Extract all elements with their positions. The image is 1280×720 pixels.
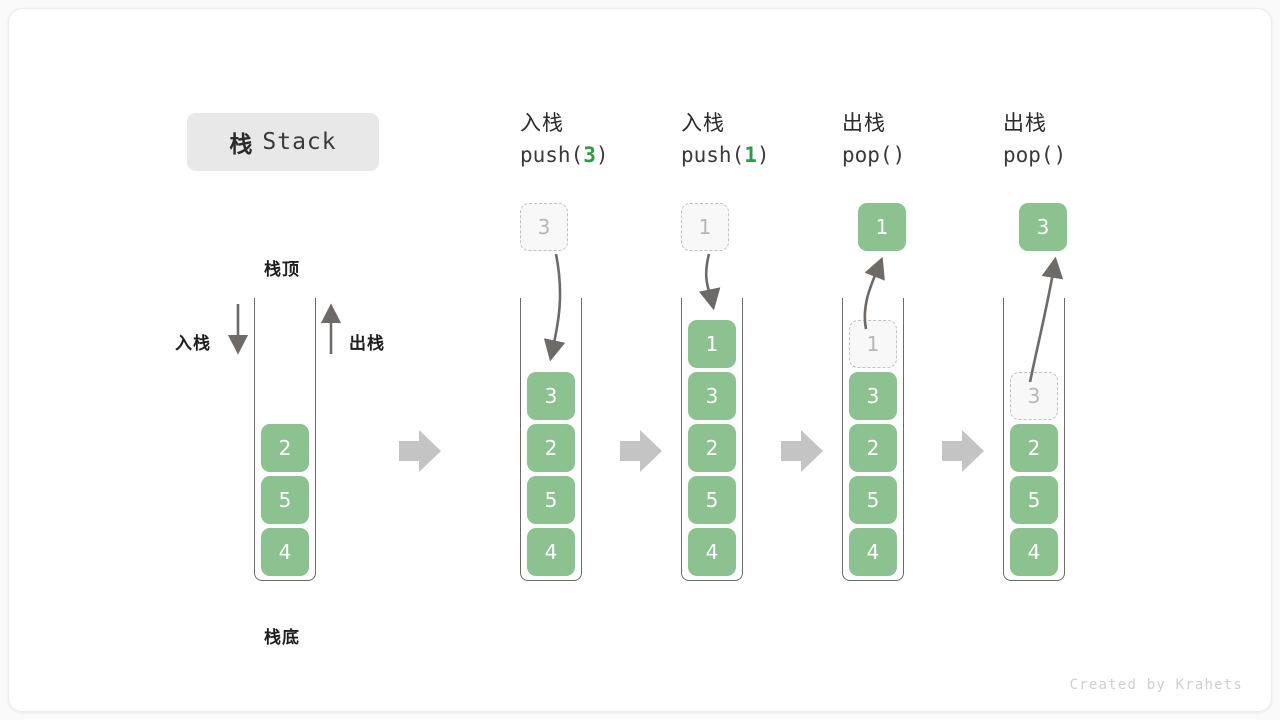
- stack-container-5: [1003, 298, 1065, 581]
- stack-cell: 5: [527, 476, 575, 524]
- diagram-card: 栈 Stack 栈顶 栈底 入栈 出栈 2 5 4 入栈 push(3) 3 3…: [8, 8, 1272, 712]
- stack-container-1: [254, 298, 316, 581]
- stack-cell: 4: [261, 528, 309, 576]
- stack-cell: 5: [849, 476, 897, 524]
- stack-bottom-label: 栈底: [264, 628, 300, 648]
- stack-cell: 4: [849, 528, 897, 576]
- stage-header-cn: 入栈: [681, 111, 725, 135]
- credit-text: Created by Krahets: [1069, 677, 1243, 693]
- stack-cell: 3: [688, 372, 736, 420]
- stack-cell: 5: [1010, 476, 1058, 524]
- push-direction-label: 入栈: [175, 334, 211, 354]
- chevron-separator: [942, 430, 984, 472]
- chevron-separator: [781, 430, 823, 472]
- stack-cell: 1: [688, 320, 736, 368]
- floating-ghost-cell: 3: [520, 203, 568, 251]
- stage-header-op: push(3): [520, 142, 609, 167]
- stack-cell: 5: [688, 476, 736, 524]
- popped-cell: 1: [858, 203, 906, 251]
- diagram-canvas: 栈 Stack 栈顶 栈底 入栈 出栈 2 5 4 入栈 push(3) 3 3…: [9, 9, 1271, 711]
- stack-cell: 5: [261, 476, 309, 524]
- stage-header-cn: 入栈: [520, 111, 564, 135]
- popped-cell: 3: [1019, 203, 1067, 251]
- stack-cell: 2: [1010, 424, 1058, 472]
- stage-header-pop-3: 出栈 pop(): [1003, 110, 1066, 169]
- stack-cell: 2: [849, 424, 897, 472]
- stage-header-cn: 出栈: [1003, 111, 1047, 135]
- stack-cell: 4: [1010, 528, 1058, 576]
- floating-ghost-cell: 1: [681, 203, 729, 251]
- stack-container-4: [842, 298, 904, 581]
- stack-container-3: [681, 298, 743, 581]
- chevron-separator: [399, 430, 441, 472]
- title-badge: 栈 Stack: [187, 113, 379, 171]
- stage-header-push-1: 入栈 push(1): [681, 110, 770, 169]
- stack-cell: 2: [688, 424, 736, 472]
- title-en: Stack: [262, 129, 337, 155]
- stage-header-op: push(1): [681, 142, 770, 167]
- stack-cell: 2: [261, 424, 309, 472]
- stack-cell: 4: [527, 528, 575, 576]
- stack-ghost-cell: 3: [1010, 372, 1058, 420]
- stage-header-push-3: 入栈 push(3): [520, 110, 609, 169]
- title-cn: 栈: [229, 132, 254, 158]
- chevron-separator: [620, 430, 662, 472]
- stage-header-cn: 出栈: [842, 111, 886, 135]
- stack-cell: 4: [688, 528, 736, 576]
- stack-container-2: [520, 298, 582, 581]
- stage-header-op: pop(): [1003, 142, 1067, 167]
- stage-header-pop-1: 出栈 pop(): [842, 110, 905, 169]
- pop-direction-label: 出栈: [349, 334, 385, 354]
- stack-ghost-cell: 1: [849, 320, 897, 368]
- stack-cell: 2: [527, 424, 575, 472]
- stack-top-label: 栈顶: [264, 260, 300, 280]
- stage-header-op: pop(): [842, 142, 906, 167]
- stack-cell: 3: [849, 372, 897, 420]
- stack-cell: 3: [527, 372, 575, 420]
